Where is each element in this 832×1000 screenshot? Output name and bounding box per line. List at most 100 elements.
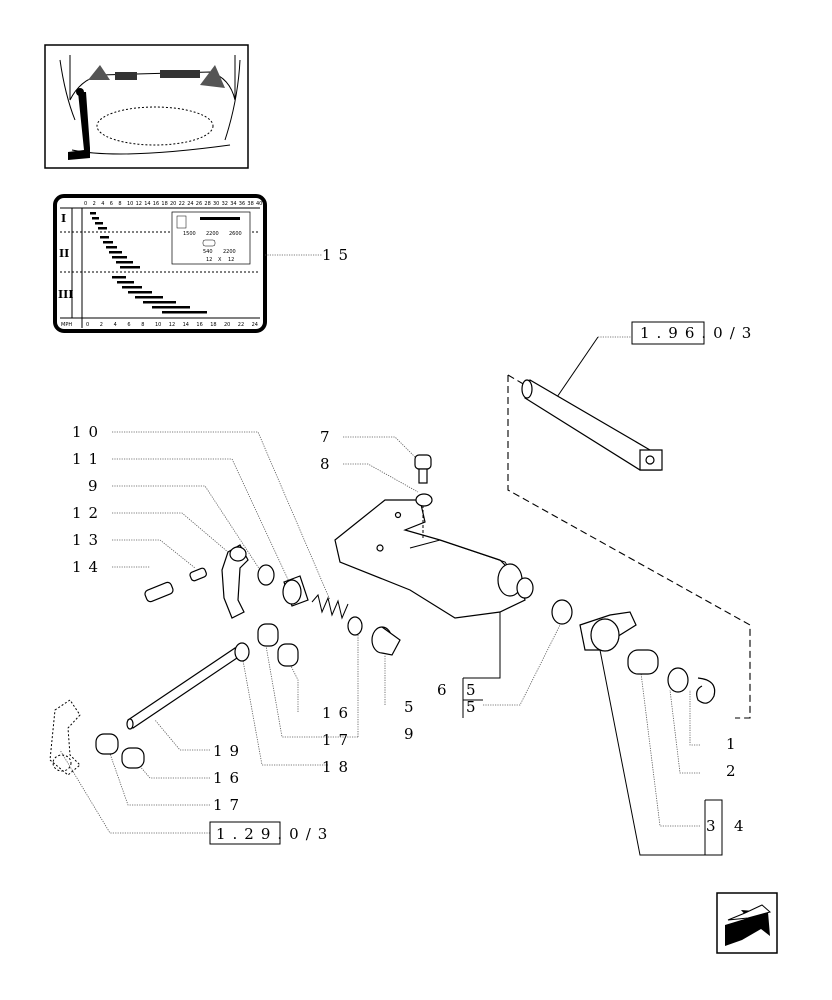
bottom-scale-tick: 22 <box>238 322 244 328</box>
bottom-scale-tick: 24 <box>252 322 258 328</box>
bracket-lines <box>462 612 723 856</box>
info-pto-speed: 540 <box>203 249 213 255</box>
top-scale-tick: 2 <box>93 201 96 207</box>
top-scale-tick: 14 <box>144 201 150 207</box>
callout-7: 7 <box>320 428 337 446</box>
top-scale-tick: 36 <box>239 201 245 207</box>
info-pto-rpm: 2200 <box>223 249 236 255</box>
bottom-scale-tick: 4 <box>114 322 117 328</box>
washer-9 <box>257 564 275 586</box>
lever-3 <box>579 611 637 652</box>
top-scale-tick: 30 <box>213 201 219 207</box>
lower-lever-reference <box>49 699 81 776</box>
reference-bottom[interactable]: 1.29.0/3 <box>209 821 334 845</box>
bush-4 <box>627 649 659 675</box>
callout-11: 11 <box>72 450 105 468</box>
bottom-scale-tick: 6 <box>127 322 130 328</box>
callout-labels: 15 10 11 9 12 13 14 7 8 16 5 17 9 18 19 … <box>72 246 751 835</box>
bush-16a <box>277 643 299 667</box>
info-tyre-b: 12 <box>228 257 234 263</box>
callout-17b: 17 <box>213 796 246 814</box>
assembly-envelope <box>507 375 751 719</box>
top-scale-tick: 10 <box>127 201 133 207</box>
callout-4: 4 <box>734 817 751 835</box>
washer-9b <box>347 616 363 636</box>
callout-8: 8 <box>320 455 337 473</box>
top-scale-tick: 4 <box>101 201 104 207</box>
bushing-11 <box>282 575 309 607</box>
callout-3: 3 <box>706 817 723 835</box>
bottom-scale-tick: 14 <box>183 322 189 328</box>
top-scale-tick: 8 <box>118 201 121 207</box>
bottom-scale-tick: 18 <box>210 322 216 328</box>
callout-9a: 9 <box>88 477 105 495</box>
callout-16a: 16 <box>322 704 355 722</box>
pin-13 <box>189 567 207 582</box>
upper-shaft <box>521 379 663 471</box>
chart-speed-bars <box>90 212 207 314</box>
washer-2 <box>667 667 689 693</box>
bottom-scale-tick: 8 <box>141 322 144 328</box>
bottom-scale-tick: 2 <box>100 322 103 328</box>
top-scale-tick: 18 <box>161 201 167 207</box>
callout-16b: 16 <box>213 769 246 787</box>
top-scale-tick: 26 <box>196 201 202 207</box>
range-roman-2: II <box>59 247 69 260</box>
bush-17a <box>257 623 279 647</box>
bottom-scale-tick: 12 <box>169 322 175 328</box>
bolt-7 <box>414 454 432 484</box>
bush-18 <box>234 642 250 662</box>
bush-17b <box>95 733 119 755</box>
chart-unit-label: MPH <box>61 322 72 328</box>
callout-5-stack: 5 <box>466 681 483 699</box>
callout-17a: 17 <box>322 731 355 749</box>
callout-19: 19 <box>213 742 246 760</box>
callout-5a: 5 <box>404 698 421 716</box>
top-scale-tick: 28 <box>204 201 210 207</box>
bottom-scale-tick: 10 <box>155 322 161 328</box>
callout-1: 1 <box>726 735 743 753</box>
top-scale-tick: 6 <box>110 201 113 207</box>
reference-top[interactable]: 1.96.0/3 <box>631 321 758 345</box>
callout-15: 15 <box>322 246 355 264</box>
top-scale-tick: 40 <box>256 201 262 207</box>
info-tyre-a: 12 <box>206 257 212 263</box>
top-scale-tick: 12 <box>136 201 142 207</box>
callout-10: 10 <box>72 423 105 441</box>
bush-16b <box>121 747 145 769</box>
range-roman-1: I <box>61 212 66 225</box>
clip-1 <box>696 677 716 704</box>
washer-8 <box>415 493 433 507</box>
spring-10 <box>311 593 349 620</box>
lever-arm-12 <box>221 544 249 619</box>
top-scale-tick: 24 <box>187 201 193 207</box>
next-page-arrow-icon[interactable] <box>716 892 778 954</box>
pin-14 <box>144 581 174 603</box>
washer-5b <box>551 599 573 625</box>
bottom-scale-tick: 16 <box>196 322 202 328</box>
info-rpm-3: 2600 <box>229 231 242 237</box>
top-scale-tick: 20 <box>170 201 176 207</box>
callout-5b: 5 <box>466 698 483 716</box>
leader-lines <box>59 254 700 834</box>
bottom-scale-tick: 0 <box>86 322 89 328</box>
reference-top-label: 1.96.0/3 <box>640 324 758 342</box>
callout-12: 12 <box>72 504 105 522</box>
top-scale-tick: 32 <box>222 201 228 207</box>
rod-19 <box>126 647 241 730</box>
bottom-scale-tick: 20 <box>224 322 230 328</box>
top-scale-tick: 16 <box>153 201 159 207</box>
top-scale-tick: 38 <box>247 201 253 207</box>
range-roman-3: III <box>58 288 73 301</box>
tractor-location-thumbnail <box>44 44 249 169</box>
callout-14: 14 <box>72 558 105 576</box>
lever-support-bracket <box>334 499 534 619</box>
info-tyre-x: X <box>218 257 222 263</box>
reference-bottom-label: 1.29.0/3 <box>216 825 334 843</box>
info-rpm-2: 2200 <box>206 231 219 237</box>
callout-6: 6 <box>437 681 454 699</box>
callout-13: 13 <box>72 531 105 549</box>
